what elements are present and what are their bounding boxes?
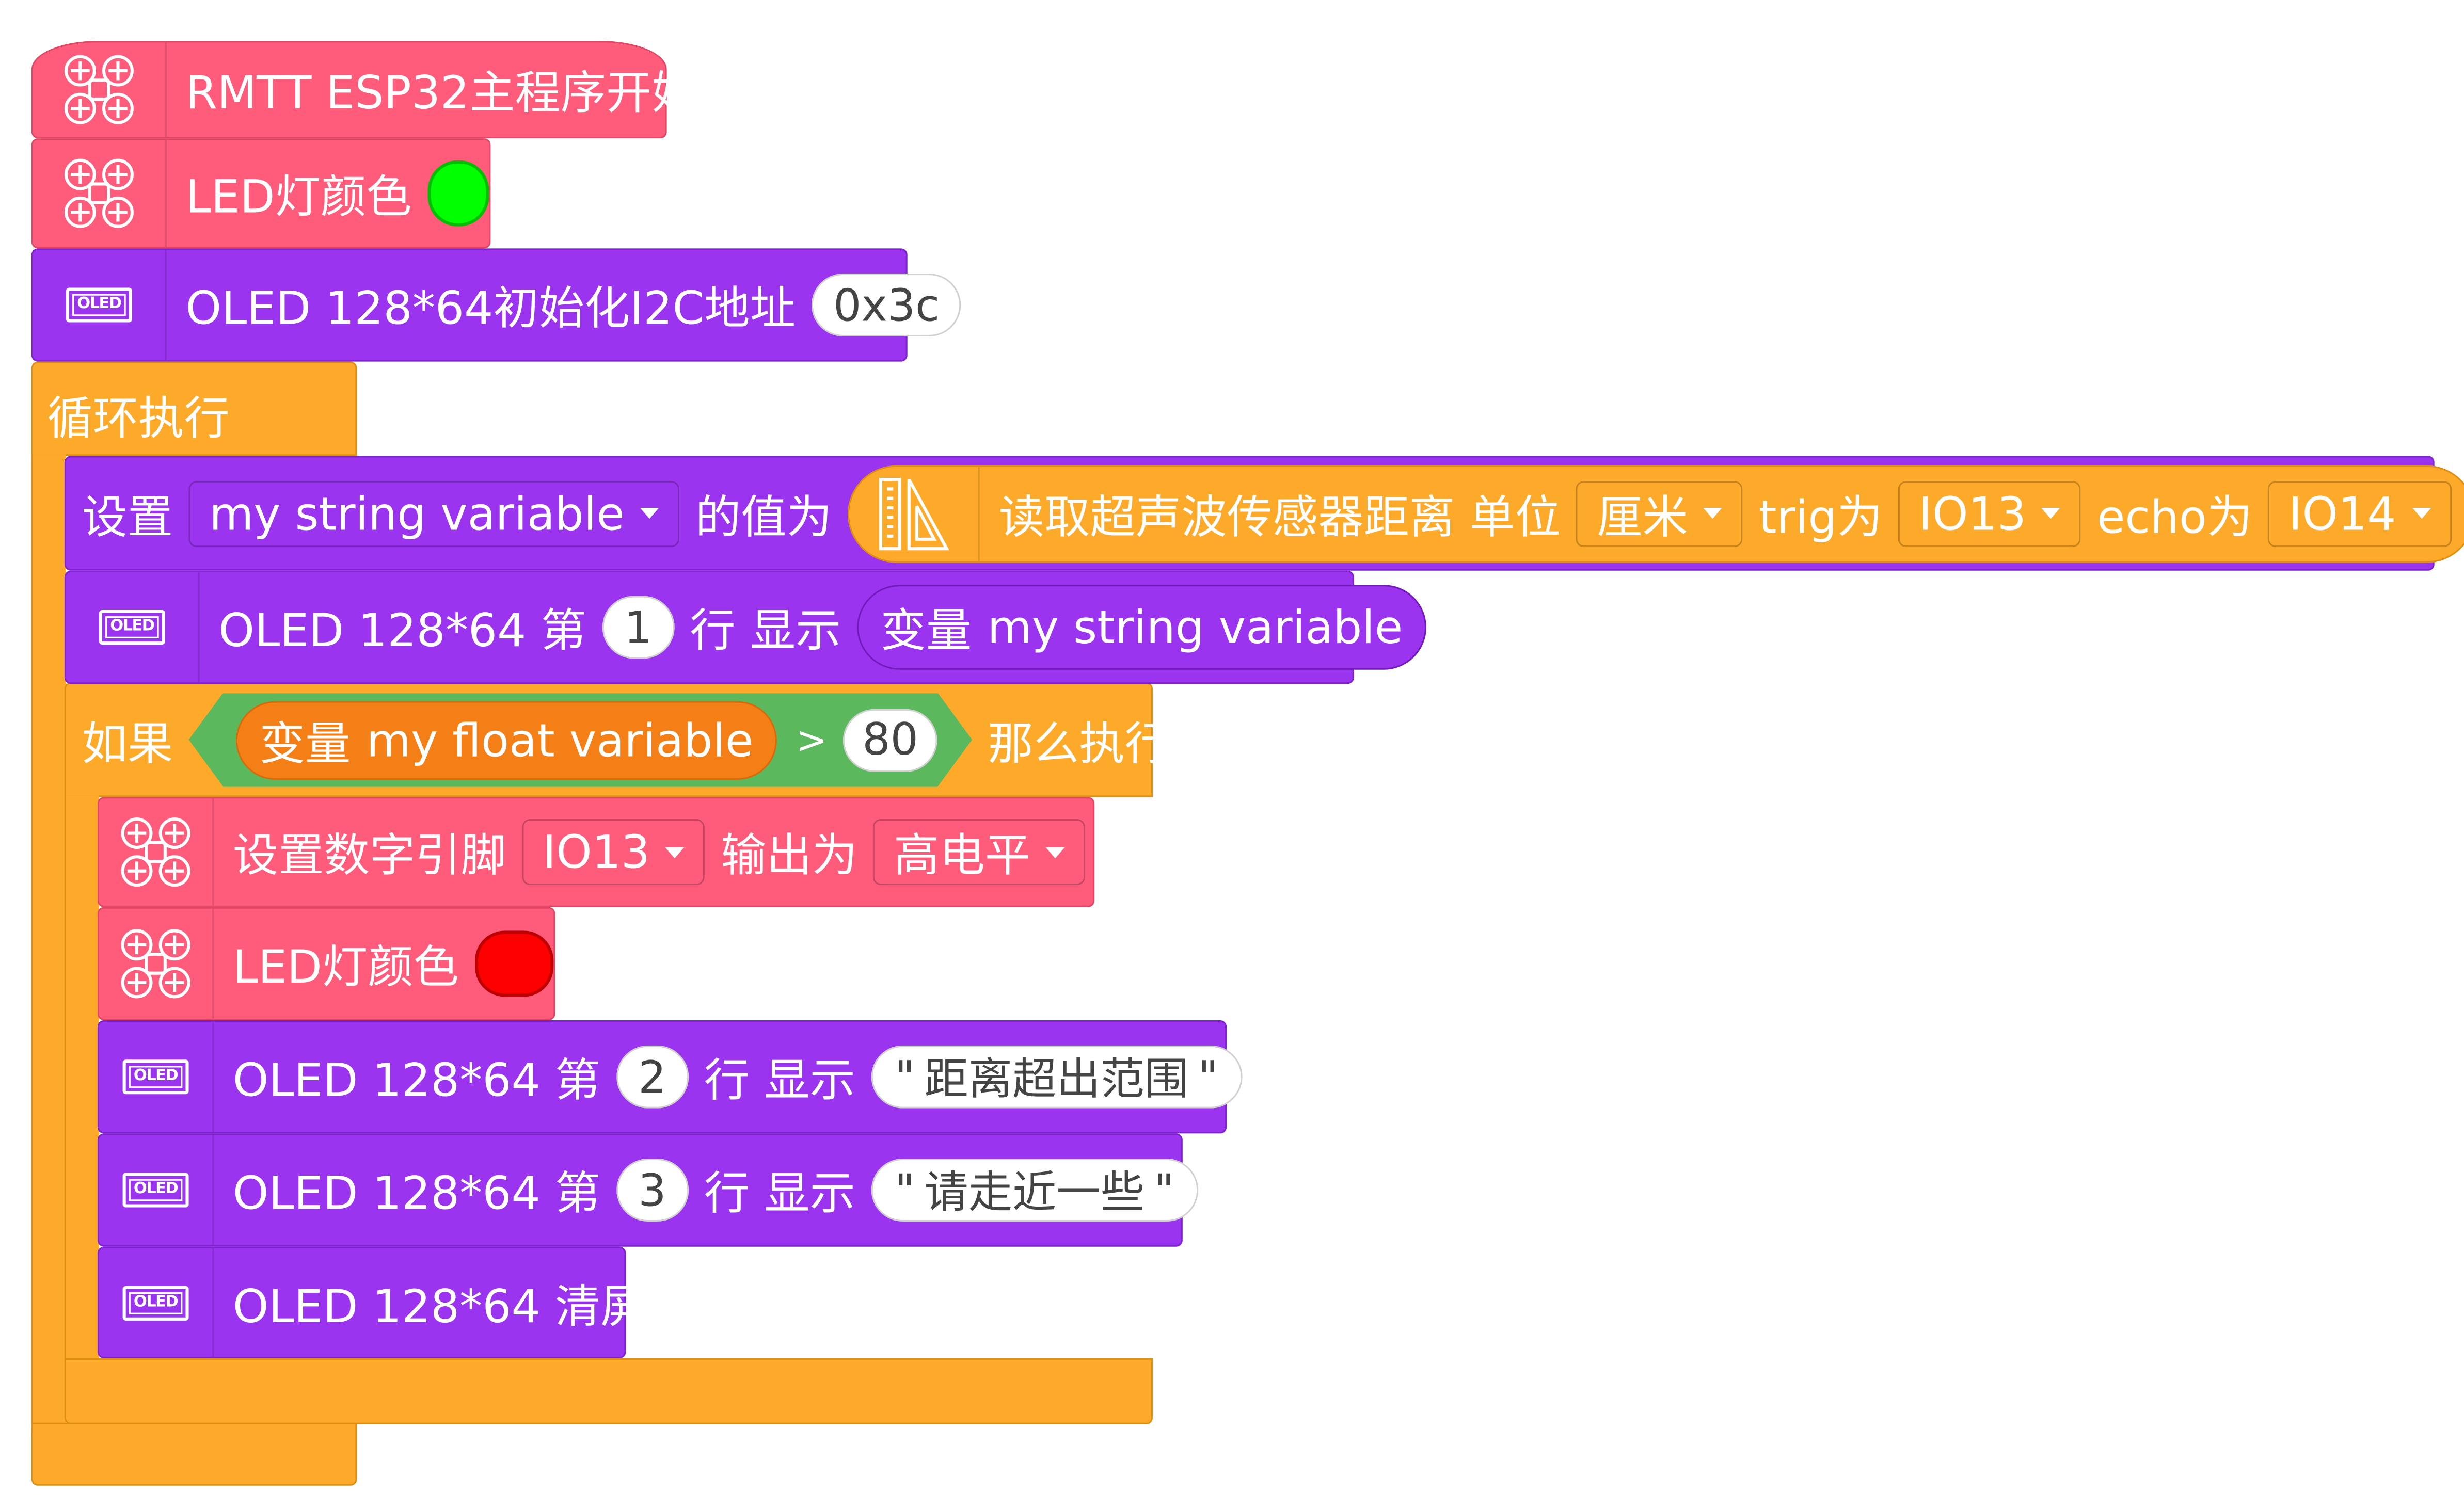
level-dropdown[interactable]: 高电平 <box>873 819 1086 886</box>
variable-dropdown[interactable]: my string variable <box>188 480 680 547</box>
echo-label: echo为 <box>2097 489 2253 543</box>
main-start-label: RMTT ESP32主程序开始 <box>185 66 697 120</box>
loop-label: 循环执行 <box>47 391 230 445</box>
oled-show-prefix: OLED 128*64 第 <box>232 1053 601 1107</box>
ultrasonic-reporter[interactable]: 读取超声波传感器距离 单位 厘米 trig为 IO13 echo为 IO14 <box>848 464 2464 563</box>
value-label: 的值为 <box>695 489 832 543</box>
threshold-input[interactable]: 80 <box>843 708 937 771</box>
set-variable-block[interactable]: 设置 my string variable 的值为 读取超声波传感器距离 单位 … <box>64 456 2464 571</box>
oled-show-prefix: OLED 128*64 第 <box>218 603 586 657</box>
oled-init-label: OLED 128*64初始化I2C地址 <box>185 281 796 335</box>
main-start-block[interactable]: RMTT ESP32主程序开始 <box>31 41 697 139</box>
unit-dropdown[interactable]: 厘米 <box>1576 480 1743 547</box>
sensor-label: 读取超声波传感器距离 单位 <box>998 489 1561 543</box>
line-number-input[interactable]: 1 <box>602 596 674 659</box>
if-left-arm <box>64 795 99 1365</box>
oled-icon: OLED <box>66 572 200 683</box>
ultrasonic-sensor-icon <box>849 466 980 561</box>
drone-icon <box>99 798 214 906</box>
oled-clear-block[interactable]: OLED OLED 128*64 清屏 <box>97 1246 646 1359</box>
led-color-block[interactable]: LED灯颜色 <box>31 138 491 249</box>
led-color-label: LED灯颜色 <box>232 940 459 994</box>
led-color-swatch[interactable] <box>427 160 489 227</box>
oled-show-line3-block[interactable]: OLED OLED 128*64 第 3 行 显示 "请走近一些" <box>97 1133 1198 1247</box>
oled-show-line1-block[interactable]: OLED OLED 128*64 第 1 行 显示 变量 my string v… <box>64 570 1426 684</box>
output-label: 输出为 <box>721 828 858 882</box>
oled-show-suffix: 行 显示 <box>690 603 841 657</box>
led-color-block[interactable]: LED灯颜色 <box>97 907 555 1021</box>
then-label: 那么执行 <box>988 716 1170 770</box>
drone-icon <box>99 908 214 1019</box>
loop-bottom-cap <box>31 1422 357 1486</box>
echo-pin-dropdown[interactable]: IO14 <box>2268 480 2452 547</box>
oled-init-block[interactable]: OLED OLED 128*64初始化I2C地址 0x3c <box>31 248 962 362</box>
text-input[interactable]: "距离超出范围" <box>871 1045 1242 1109</box>
loop-left-arm <box>31 454 66 1430</box>
drone-icon <box>33 140 167 247</box>
text-input[interactable]: "请走近一些" <box>871 1159 1198 1222</box>
led-color-label: LED灯颜色 <box>185 170 412 223</box>
if-label: 如果 <box>82 716 173 770</box>
oled-icon: OLED <box>99 1022 214 1132</box>
comparison-operator[interactable]: > <box>796 717 828 762</box>
loop-block[interactable] <box>31 361 357 456</box>
oled-show-suffix: 行 显示 <box>704 1166 855 1220</box>
float-variable-reporter[interactable]: 变量 my float variable <box>236 700 777 779</box>
i2c-address-input[interactable]: 0x3c <box>811 274 962 336</box>
oled-show-line2-block[interactable]: OLED OLED 128*64 第 2 行 显示 "距离超出范围" <box>97 1020 1242 1134</box>
oled-show-prefix: OLED 128*64 第 <box>232 1166 601 1220</box>
set-digital-pin-block[interactable]: 设置数字引脚 IO13 输出为 高电平 <box>97 797 1095 907</box>
set-label: 设置 <box>82 489 173 543</box>
line-number-input[interactable]: 2 <box>616 1045 689 1109</box>
drone-icon <box>33 42 167 137</box>
trig-label: trig为 <box>1758 489 1883 543</box>
oled-icon: OLED <box>99 1248 214 1357</box>
oled-show-suffix: 行 显示 <box>704 1053 855 1107</box>
comparison-block[interactable]: 变量 my float variable > 80 <box>189 693 972 787</box>
pin-dropdown[interactable]: IO13 <box>522 819 705 886</box>
oled-icon: OLED <box>33 250 167 360</box>
trig-pin-dropdown[interactable]: IO13 <box>1898 480 2081 547</box>
oled-icon: OLED <box>99 1135 214 1245</box>
set-pin-label: 设置数字引脚 <box>232 828 506 882</box>
if-bottom-cap <box>64 1358 1153 1424</box>
string-variable-reporter[interactable]: 变量 my string variable <box>856 585 1426 670</box>
line-number-input[interactable]: 3 <box>616 1159 689 1222</box>
oled-clear-label: OLED 128*64 清屏 <box>232 1279 646 1333</box>
led-color-swatch[interactable] <box>474 930 554 997</box>
